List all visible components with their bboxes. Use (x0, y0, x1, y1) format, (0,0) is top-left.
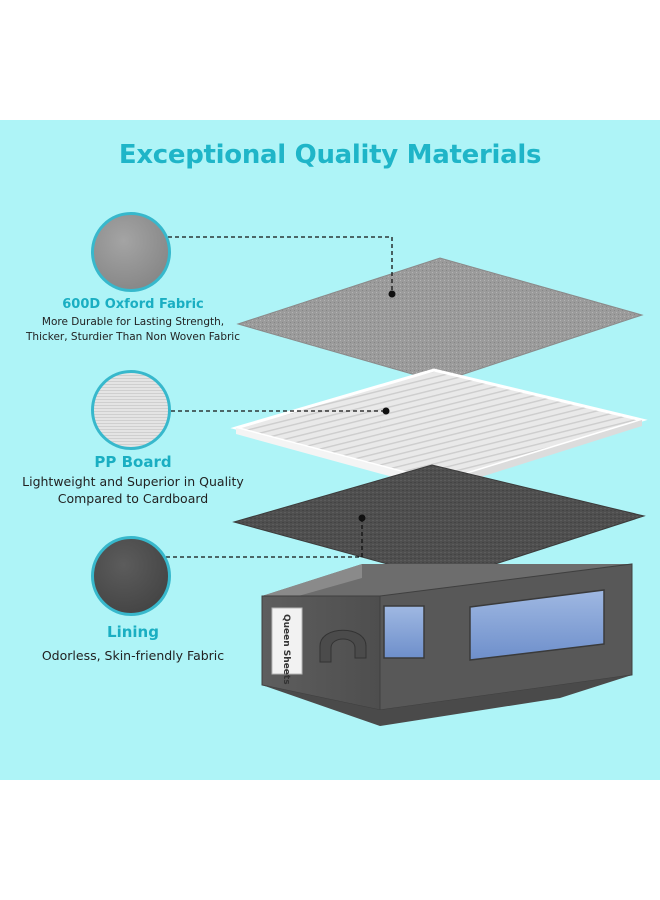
dot-pp-end (382, 407, 390, 415)
pp-board-desc-line-2: Compared to Cardboard (57, 491, 209, 506)
dot-oxford-end (388, 290, 396, 298)
dot-lining-end (358, 514, 366, 522)
lining-swatch (91, 536, 171, 616)
connector-lining (138, 518, 363, 558)
oxford-fabric-title: 600D Oxford Fabric (62, 297, 204, 312)
connector-oxford (133, 236, 393, 294)
oxford-fabric-swatch (91, 212, 171, 292)
lining-desc-line-1: Odorless, Skin-friendly Fabric (41, 648, 225, 663)
connector-lines (133, 236, 393, 558)
oxford-fabric-layer (236, 257, 644, 383)
pp-board-layer (230, 368, 648, 490)
infographic-panel: Exceptional Quality Materials (0, 120, 660, 780)
layers-illustration: Queen Sheets (129, 233, 648, 726)
box-label: Queen Sheets (281, 614, 291, 685)
oxford-fabric-desc-line-2: Thicker, Sturdier Than Non Woven Fabric (26, 331, 240, 343)
lining-title: Lining (107, 623, 159, 641)
pp-board-desc-line-1: Lightweight and Superior in Quality (22, 474, 244, 489)
oxford-fabric-desc-line-1: More Durable for Lasting Strength, (41, 316, 225, 328)
pp-board-title: PP Board (94, 453, 172, 471)
lining-layer (232, 464, 646, 581)
storage-box: Queen Sheets (261, 563, 633, 726)
headline: Exceptional Quality Materials (118, 140, 542, 170)
pp-board-swatch (91, 370, 171, 450)
